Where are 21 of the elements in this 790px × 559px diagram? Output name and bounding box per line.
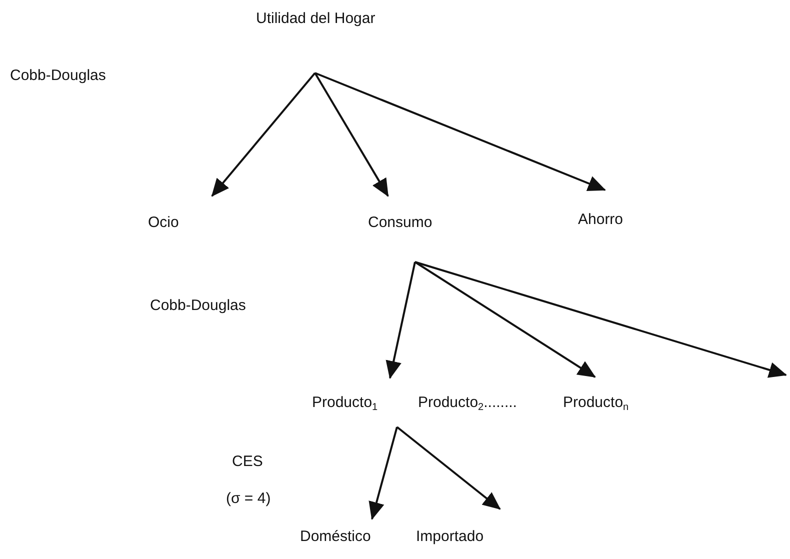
node-label: Importado — [416, 509, 484, 546]
node-label: Consumo — [368, 196, 432, 262]
node-label: Doméstico — [300, 519, 371, 546]
node-label: Producto$_{n}$ — [563, 377, 629, 412]
function-label: (σ = 4) — [226, 490, 271, 508]
arrow — [314, 72, 389, 197]
arrow — [386, 262, 416, 379]
function-label: Cobb-Douglas — [150, 297, 246, 315]
node-label: Utilidad del Hogar — [256, 10, 376, 73]
function-label: CES — [232, 453, 263, 471]
node-label: Ocio — [148, 196, 179, 232]
node-label: Ahorro — [578, 190, 624, 229]
arrow — [368, 426, 398, 520]
function-label: Cobb-Douglas — [10, 67, 106, 85]
arrow — [314, 72, 606, 192]
arrow — [414, 261, 596, 378]
node-label: Producto$_{2}$........ — [418, 394, 517, 412]
arrow — [414, 261, 787, 378]
arrow — [211, 72, 316, 197]
node-label: Producto$_{1}$ — [312, 378, 378, 427]
arrow — [396, 426, 501, 510]
